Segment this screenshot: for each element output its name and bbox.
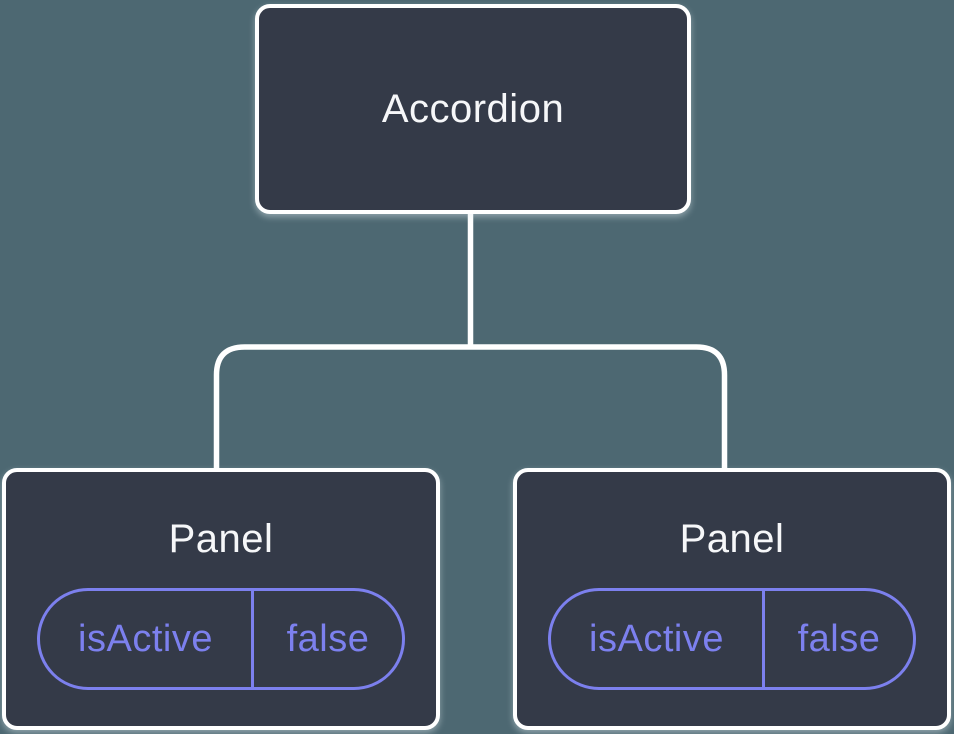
prop-pill: isActive false	[37, 588, 405, 690]
prop-name: isActive	[551, 591, 765, 687]
prop-value: false	[286, 617, 370, 660]
connector-branch	[213, 344, 728, 470]
node-accordion: Accordion	[255, 4, 691, 214]
prop-value: false	[797, 617, 881, 660]
node-panel-left: Panel isActive false	[2, 468, 440, 730]
panel-label: Panel	[168, 517, 274, 561]
panel-label: Panel	[679, 517, 785, 561]
node-panel-right: Panel isActive false	[513, 468, 951, 730]
prop-name: isActive	[40, 591, 254, 687]
prop-pill: isActive false	[548, 588, 916, 690]
accordion-label: Accordion	[381, 87, 565, 131]
